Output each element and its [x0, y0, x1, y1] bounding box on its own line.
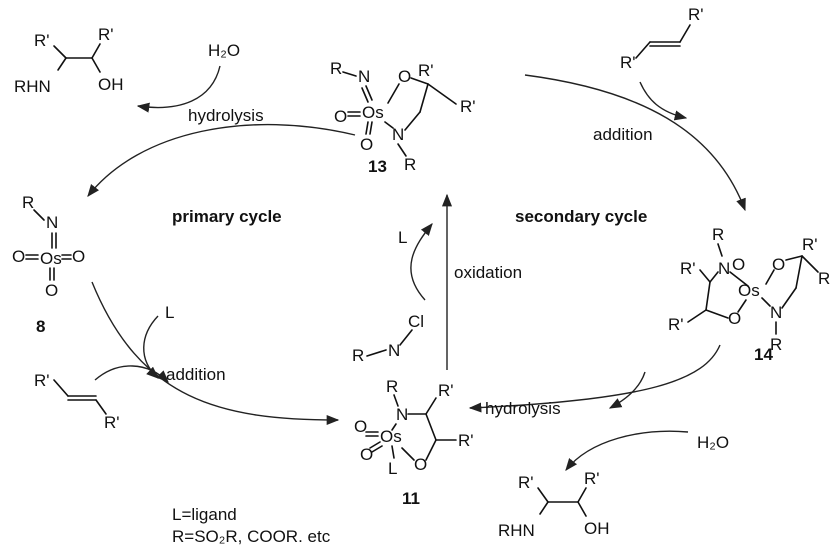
- svg-text:Os: Os: [738, 281, 760, 300]
- svg-text:N: N: [770, 303, 782, 322]
- svg-text:Cl: Cl: [408, 312, 424, 331]
- svg-text:R': R': [34, 371, 50, 390]
- svg-text:Os: Os: [362, 103, 384, 122]
- svg-text:O: O: [12, 247, 25, 266]
- step-addition-left: addition: [166, 365, 226, 384]
- arrow-ligand-released: [410, 223, 433, 301]
- legend-ligand: L=ligand: [172, 505, 237, 524]
- arrow-alkene-top: [639, 81, 688, 121]
- svg-text:OH: OH: [584, 519, 610, 538]
- step-oxidation: oxidation: [454, 263, 522, 282]
- reagent-ligand-released: L: [398, 228, 407, 247]
- compound-8-label: 8: [36, 317, 45, 336]
- svg-text:O: O: [772, 255, 785, 274]
- compound-14-label: 14: [754, 345, 773, 364]
- svg-text:N: N: [396, 405, 408, 424]
- compound-11-structure: R N R' R' O Os O O L: [354, 377, 474, 478]
- arrow-alkene-left: [94, 365, 169, 383]
- svg-text:R: R: [330, 59, 342, 78]
- svg-text:RHN: RHN: [498, 521, 535, 540]
- svg-text:R: R: [818, 269, 830, 288]
- arrow-14-hydrolysis: [608, 371, 646, 409]
- svg-text:R': R': [460, 97, 476, 116]
- svg-text:O: O: [45, 281, 58, 300]
- svg-text:O: O: [334, 107, 347, 126]
- svg-text:R': R': [668, 315, 684, 334]
- svg-text:O: O: [360, 135, 373, 154]
- diol-product-bottom: R' R' RHN OH: [498, 469, 610, 540]
- svg-text:O: O: [360, 445, 373, 464]
- svg-text:R': R': [98, 25, 114, 44]
- svg-text:R': R': [438, 381, 454, 400]
- svg-text:R: R: [386, 377, 398, 396]
- step-hydrolysis-bottom: hydrolysis: [485, 399, 561, 418]
- svg-text:N: N: [46, 213, 58, 232]
- diol-product-top: R' R' RHN OH: [14, 25, 124, 96]
- legend-r-groups: R=SO₂R, COOR. etc: [172, 527, 331, 546]
- svg-text:O: O: [398, 67, 411, 86]
- arrow-8-to-11: [91, 281, 340, 426]
- svg-text:RHN: RHN: [14, 77, 51, 96]
- svg-text:R': R': [34, 31, 50, 50]
- svg-text:R': R': [688, 5, 704, 24]
- svg-text:N: N: [388, 341, 400, 360]
- svg-text:R': R': [620, 53, 636, 72]
- svg-text:O: O: [354, 417, 367, 436]
- compound-13-structure: R N Os O R' R' N R O O: [330, 59, 476, 174]
- svg-text:R': R': [104, 413, 120, 432]
- svg-text:O: O: [728, 309, 741, 328]
- secondary-cycle-label: secondary cycle: [515, 207, 647, 226]
- compound-14-structure: R N R' O Os R' O O R' R N R: [668, 225, 830, 354]
- primary-cycle-label: primary cycle: [172, 207, 282, 226]
- svg-text:N: N: [358, 67, 370, 86]
- reagent-ligand-left: L: [165, 303, 174, 322]
- arrow-ligand-left: [143, 315, 159, 379]
- compound-13-label: 13: [368, 157, 387, 176]
- arrow-13-to-14: [524, 74, 746, 212]
- svg-text:R': R': [802, 235, 818, 254]
- compound-8-structure: R N Os O O O: [12, 193, 85, 300]
- alkene-top: R' R': [620, 5, 704, 72]
- svg-text:R: R: [712, 225, 724, 244]
- arrow-water-bottom: [565, 430, 689, 471]
- step-hydrolysis-top: hydrolysis: [188, 106, 264, 125]
- svg-text:OH: OH: [98, 75, 124, 94]
- svg-text:O: O: [732, 255, 745, 274]
- svg-text:Os: Os: [380, 427, 402, 446]
- step-addition-top: addition: [593, 125, 653, 144]
- svg-text:Os: Os: [40, 249, 62, 268]
- svg-text:N: N: [392, 125, 404, 144]
- svg-text:R': R': [458, 431, 474, 450]
- svg-text:R': R': [680, 259, 696, 278]
- svg-text:R': R': [418, 61, 434, 80]
- arrow-water-top: [136, 65, 221, 113]
- svg-text:R: R: [770, 335, 782, 354]
- chloramine-structure: R N Cl: [352, 312, 424, 365]
- arrow-14-to-11: [468, 344, 721, 413]
- reagent-water-bottom: H₂O: [697, 433, 729, 452]
- svg-text:R': R': [584, 469, 600, 488]
- svg-text:O: O: [414, 455, 427, 474]
- svg-text:R: R: [352, 346, 364, 365]
- svg-text:L: L: [388, 459, 397, 478]
- alkene-left: R' R': [34, 371, 120, 432]
- svg-text:R': R': [518, 473, 534, 492]
- svg-text:N: N: [718, 259, 730, 278]
- svg-text:R: R: [22, 193, 34, 212]
- svg-text:O: O: [72, 247, 85, 266]
- reagent-water-top: H₂O: [208, 41, 240, 60]
- arrow-13-to-8: [87, 123, 356, 197]
- svg-text:R: R: [404, 155, 416, 174]
- compound-11-label: 11: [402, 489, 420, 508]
